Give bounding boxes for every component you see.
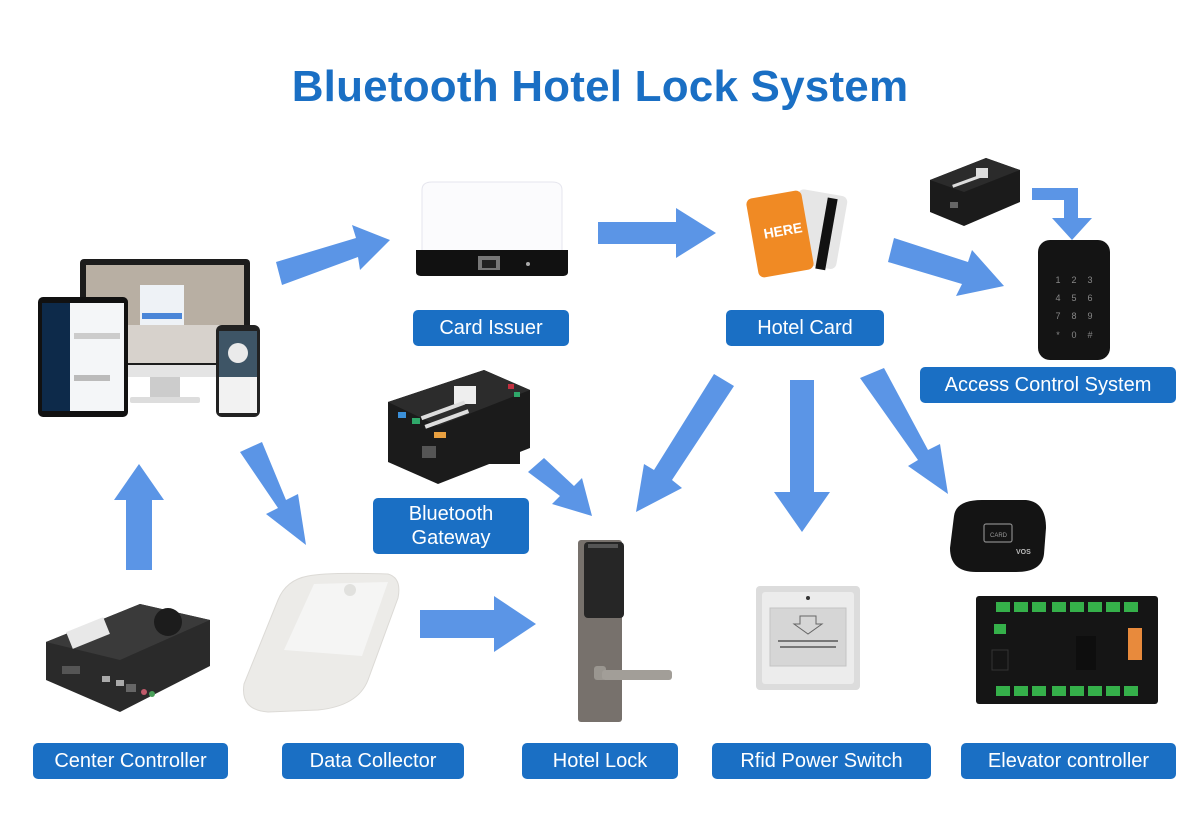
card-issuer-device-icon [416,181,568,276]
diagram-title: Bluetooth Hotel Lock System [291,62,909,111]
key-3: 3 [1087,275,1092,285]
key-5: 5 [1071,293,1076,303]
bluetooth-gateway-label-line2: Gateway [411,527,491,549]
mini-pc-icon [46,604,210,712]
arrow-software-to-card-issuer [276,225,390,285]
arrow-hotel-card-to-lock [636,374,734,512]
gateway-icon [388,370,530,484]
arrow-hotel-card-to-card-reader [860,368,948,494]
card-reader-brand: VOS [1016,549,1031,556]
key-6: 6 [1087,293,1092,303]
hotel-lock-label: Hotel Lock [522,743,678,779]
key-9: 9 [1087,311,1092,321]
card-issuer-label: Card Issuer [413,310,569,346]
key-hash: # [1087,330,1092,340]
key-1: 1 [1055,275,1060,285]
key-8: 8 [1071,311,1076,321]
hotel-card-icon: HERE [746,189,848,278]
computer-tablet-phone-icon [38,259,260,417]
arrow-data-collector-to-lock [420,596,536,652]
arrow-hotel-card-to-access [888,238,1004,296]
card-reader-text: CARD [990,533,1008,539]
bluetooth-gateway-label-line1: Bluetooth [408,503,494,525]
arrow-hotel-card-to-power-switch [774,380,830,532]
arrow-center-to-software [114,464,164,570]
rfid-power-switch-label: Rfid Power Switch [712,743,931,779]
gateway-icon [930,158,1020,226]
data-collector-icon [243,572,400,713]
bluetooth-gateway-label: Bluetooth Gateway [373,498,529,554]
arrow-software-to-data-collector [240,442,306,545]
card-reader-icon: CARD VOS [950,500,1046,572]
data-collector-label: Data Collector [282,743,464,779]
arrow-card-issuer-to-hotel-card [598,208,716,258]
keypad-icon: 1 2 3 4 5 6 7 8 9 * 0 # [1038,240,1110,360]
key-star: * [1056,330,1060,340]
key-2: 2 [1071,275,1076,285]
arrow-gateway2-to-keypad [1032,188,1092,240]
arrow-gateway-to-lock [528,458,592,516]
elevator-board-icon [976,596,1158,704]
access-control-label: Access Control System [920,367,1176,403]
key-7: 7 [1055,311,1060,321]
power-switch-icon [756,586,860,690]
card-text: HERE [762,219,803,242]
door-lock-icon [578,540,672,722]
key-0: 0 [1071,330,1076,340]
hotel-card-label: Hotel Card [726,310,884,346]
key-4: 4 [1055,293,1060,303]
center-controller-label: Center Controller [33,743,228,779]
elevator-controller-label: Elevator controller [961,743,1176,779]
